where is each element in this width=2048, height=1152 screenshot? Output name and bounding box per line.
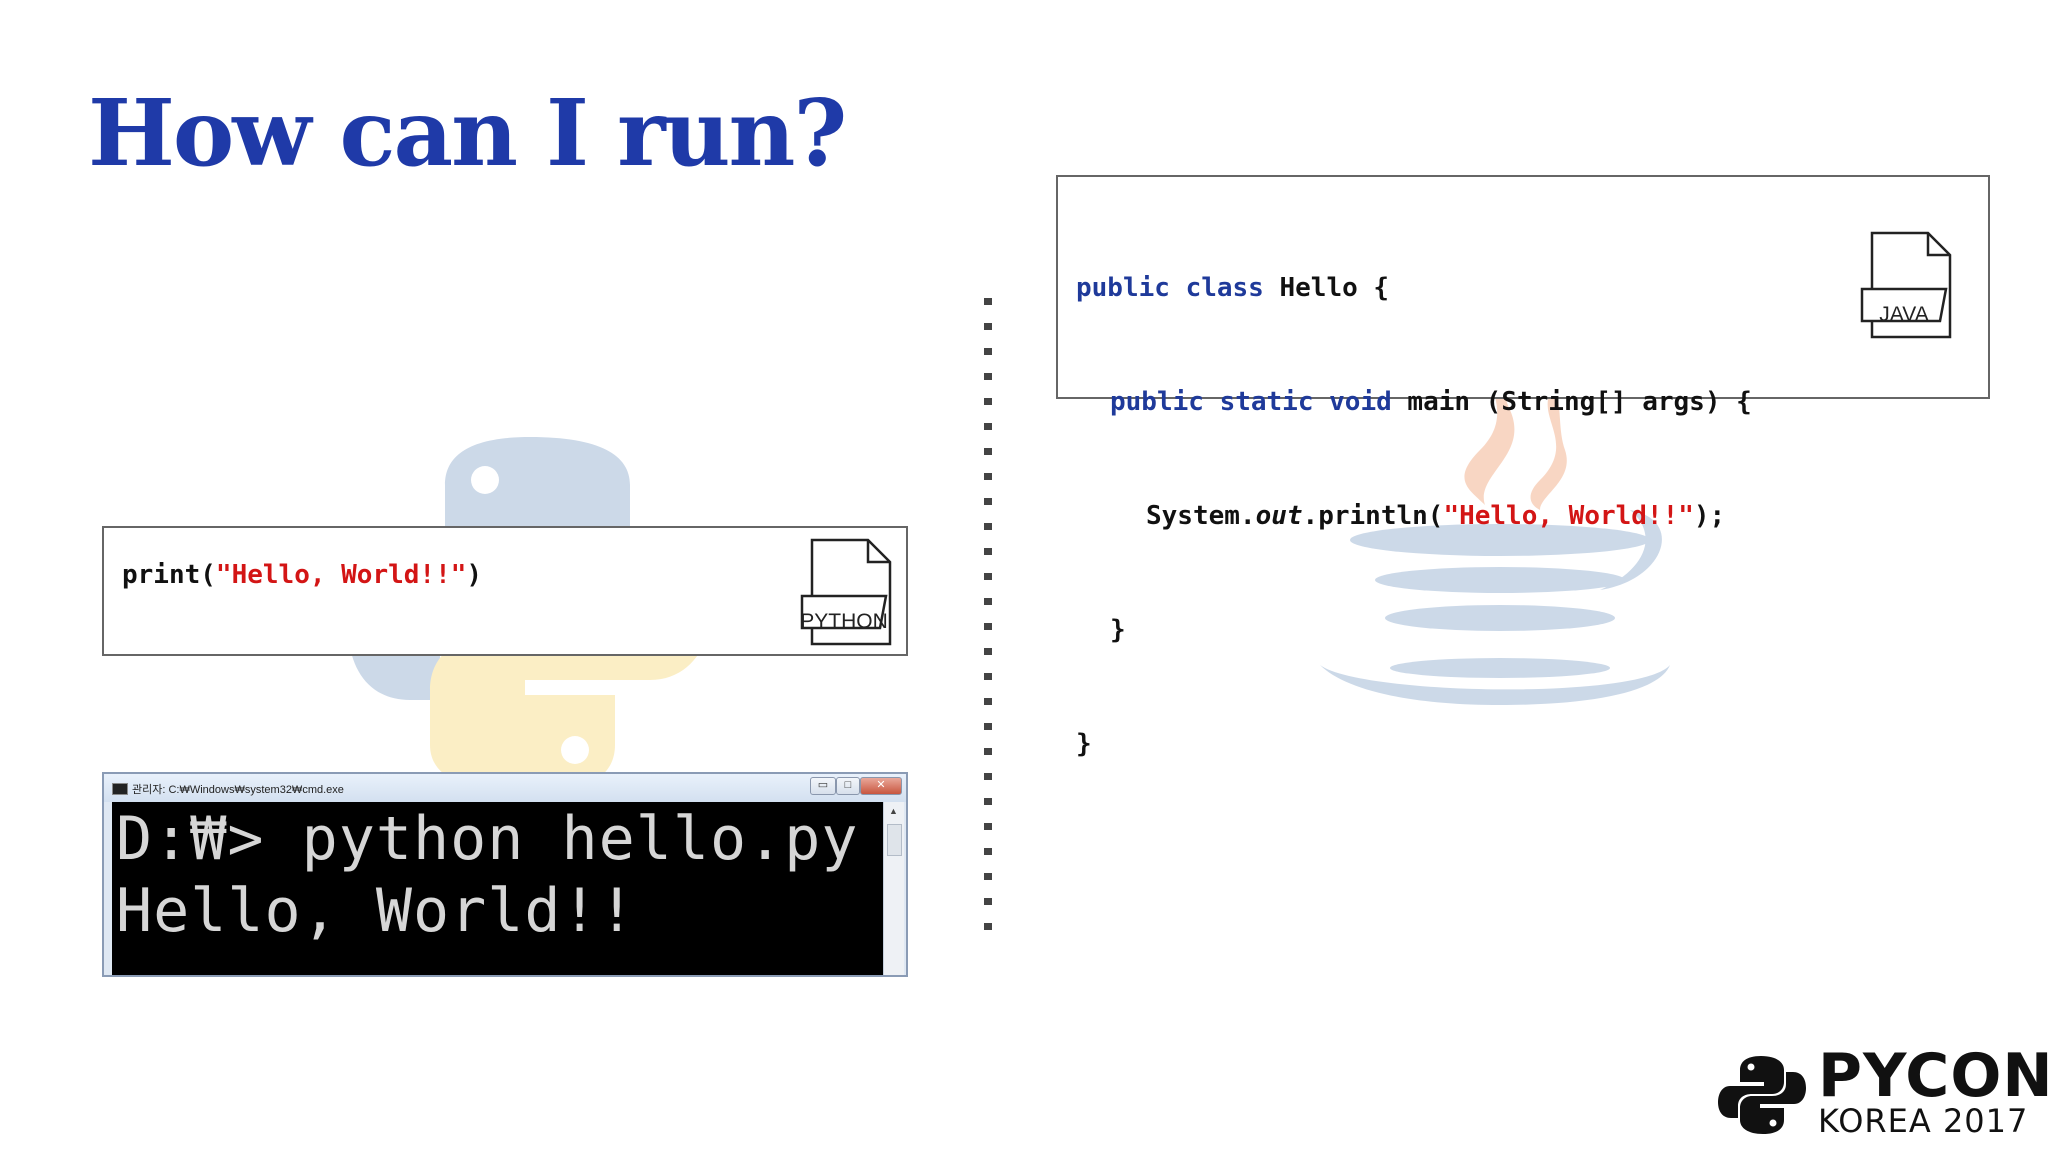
java-code-text: .println( [1302, 501, 1444, 531]
file-icon [800, 538, 892, 646]
python-code-suffix: ) [466, 560, 483, 590]
terminal-window: 관리자: C:₩Windows₩system32₩cmd.exe ▭ □ ✕ D… [102, 772, 908, 977]
python-file-label: PYTHON [800, 610, 888, 633]
java-file-label: JAVA [1879, 303, 1929, 326]
python-code-prefix: print( [122, 560, 216, 590]
maximize-button[interactable]: □ [836, 777, 860, 795]
java-file-icon: JAVA [1860, 229, 1960, 343]
java-code-text: ); [1693, 501, 1726, 531]
scroll-thumb[interactable] [887, 824, 902, 856]
java-code-string: "Hello, World!!" [1443, 501, 1694, 531]
pycon-subtitle: KOREA 2017 [1818, 1102, 2029, 1140]
java-code-line-5: } [1076, 725, 1752, 763]
close-button[interactable]: ✕ [860, 777, 902, 795]
file-icon [1860, 231, 1952, 339]
cmd-icon [112, 783, 128, 795]
terminal-scrollbar[interactable]: ▲ [883, 802, 904, 975]
python-code-string: "Hello, World!!" [215, 560, 467, 590]
java-code: public class Hello { public static void … [1076, 193, 1752, 839]
terminal-console[interactable]: D:₩> python hello.py Hello, World!! [112, 802, 886, 975]
java-keyword: public static void [1110, 387, 1392, 417]
scroll-up-arrow-icon[interactable]: ▲ [889, 806, 898, 816]
java-code-text: System. [1146, 501, 1256, 531]
java-code-text: } [1076, 729, 1092, 759]
terminal-output-line: Hello, World!! [116, 876, 636, 946]
pycon-logo-icon [1718, 1056, 1806, 1134]
python-code-box: print("Hello, World!!") PYTHON [102, 526, 908, 656]
java-code-box: public class Hello { public static void … [1056, 175, 1990, 759]
java-code-text: main (String[] args) { [1391, 387, 1752, 417]
python-code: print("Hello, World!!") [122, 556, 482, 594]
java-code-text: out [1255, 501, 1303, 531]
java-code-line-2: public static void main (String[] args) … [1076, 383, 1752, 421]
java-keyword: public class [1076, 273, 1264, 303]
pycon-name: PYCON [1818, 1041, 2048, 1111]
dotted-divider [984, 298, 992, 948]
slide-title: How can I run? [88, 79, 847, 187]
java-code-line-1: public class Hello { [1076, 269, 1752, 307]
terminal-command-line: D:₩> python hello.py [116, 804, 859, 874]
java-code-text: Hello { [1263, 273, 1390, 303]
terminal-titlebar[interactable]: 관리자: C:₩Windows₩system32₩cmd.exe ▭ □ ✕ [104, 774, 906, 802]
java-code-text: } [1110, 615, 1126, 645]
terminal-title: 관리자: C:₩Windows₩system32₩cmd.exe [132, 784, 344, 796]
java-code-line-3: System.out.println("Hello, World!!"); [1076, 497, 1752, 535]
java-code-line-4: } [1076, 611, 1752, 649]
python-file-icon: PYTHON [800, 536, 900, 650]
minimize-button[interactable]: ▭ [810, 777, 836, 795]
